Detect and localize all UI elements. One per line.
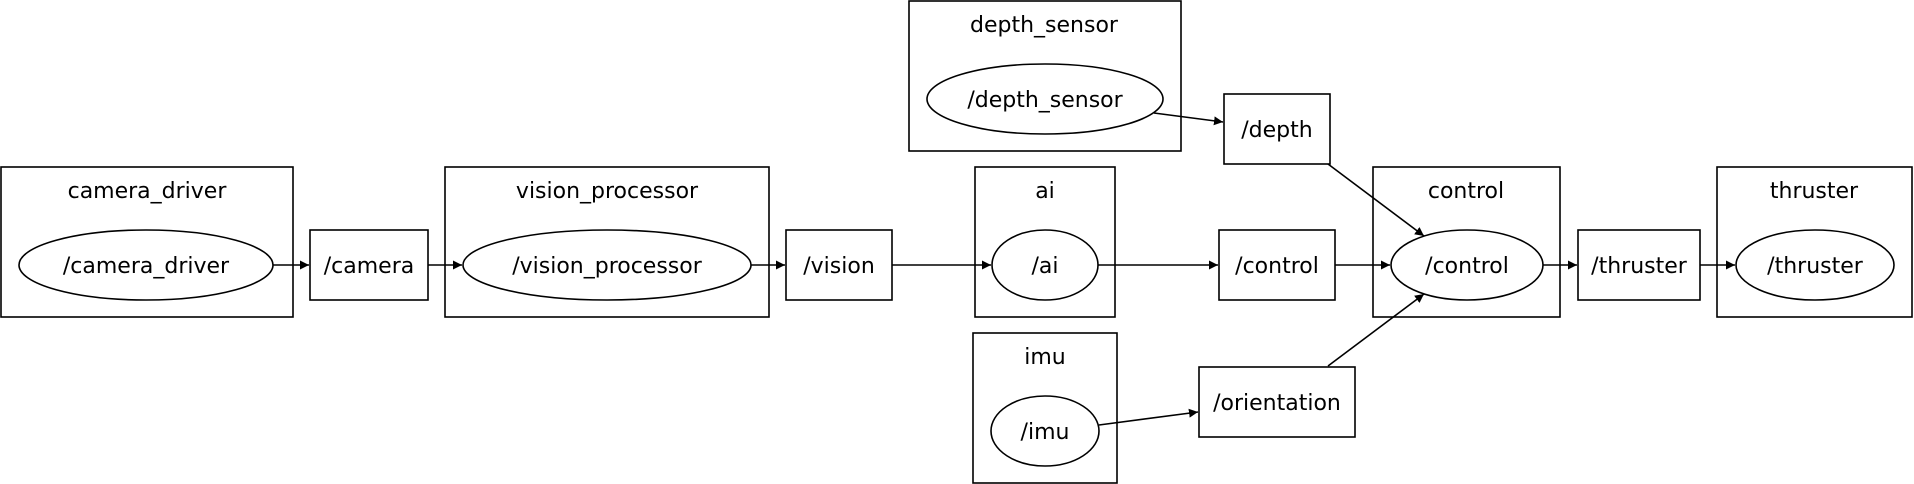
cluster-label: imu [1024, 345, 1066, 370]
node-label: /control [1425, 254, 1509, 279]
node-ai[interactable]: /ai [991, 229, 1099, 301]
node-label: /camera_driver [63, 254, 230, 279]
edge-orientation-to-control [1327, 293, 1425, 367]
topic-control[interactable]: /control [1218, 229, 1336, 301]
topic-label: /thruster [1591, 254, 1688, 279]
cluster-label: thruster [1770, 179, 1859, 204]
topic-label: /control [1235, 254, 1319, 279]
cluster-label: control [1428, 179, 1504, 204]
node-label: /thruster [1767, 254, 1864, 279]
node-label: /imu [1021, 420, 1070, 445]
node-label: /depth_sensor [967, 88, 1123, 113]
edge-depth-to-control [1327, 163, 1425, 237]
node-label: /vision_processor [512, 254, 703, 279]
topic-camera[interactable]: /camera [309, 229, 429, 301]
node-imu[interactable]: /imu [990, 395, 1100, 467]
topic-vision[interactable]: /vision [785, 229, 893, 301]
edge-depth-sensor-to-depth [1153, 112, 1224, 126]
node-depth-sensor[interactable]: /depth_sensor [926, 63, 1164, 135]
cluster-label: vision_processor [516, 179, 699, 204]
topic-label: /camera [324, 254, 414, 279]
cluster-label: camera_driver [68, 179, 228, 204]
node-camera-driver[interactable]: /camera_driver [18, 229, 274, 301]
edge-imu-to-orientation [1098, 408, 1199, 426]
topic-label: /orientation [1213, 391, 1341, 416]
topic-thruster[interactable]: /thruster [1577, 229, 1701, 301]
cluster-label: depth_sensor [970, 13, 1119, 38]
topic-orientation[interactable]: /orientation [1198, 366, 1356, 438]
cluster-label: ai [1035, 179, 1055, 204]
topic-label: /depth [1241, 118, 1312, 143]
node-label: /ai [1031, 254, 1058, 279]
node-thruster[interactable]: /thruster [1735, 229, 1895, 301]
topic-label: /vision [803, 254, 875, 279]
node-control[interactable]: /control [1390, 229, 1544, 301]
topic-depth[interactable]: /depth [1223, 93, 1331, 165]
node-vision-processor[interactable]: /vision_processor [462, 229, 752, 301]
